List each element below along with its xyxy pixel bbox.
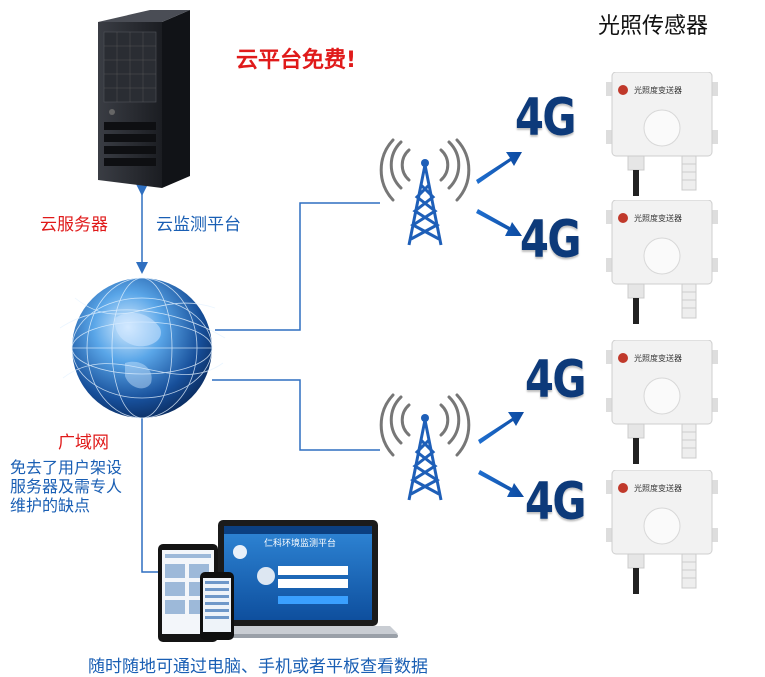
benefit-line: 免去了用户架设 (10, 458, 123, 477)
network-4g-label: 4G (525, 472, 586, 532)
network-4g-label: 4G (515, 88, 576, 148)
light-sensor-device: 光照度变送器 (606, 71, 718, 201)
devices-illustration: 仁科环境监测平台 (158, 520, 398, 642)
bottom-caption: 随时随地可通过电脑、手机或者平板查看数据 (88, 657, 428, 677)
sensor-label: 光照度变送器 (634, 353, 682, 363)
wan-label: 广域网 (58, 433, 109, 453)
globe-tower-link-top (215, 202, 380, 331)
signal-arrow (476, 152, 524, 497)
benefit-text: 免去了用户架设 服务器及需专人 维护的缺点 (10, 458, 122, 515)
sensor-illustration: 光照度变送器 (606, 71, 718, 196)
server-icon (98, 10, 190, 188)
antenna-tower-icon (379, 138, 471, 246)
benefit-line: 服务器及需专人 (10, 477, 123, 496)
sensor-illustration: 光照度变送器 (606, 469, 718, 594)
globe-icon (59, 277, 226, 419)
light-sensor-device: 光照度变送器 (606, 199, 718, 329)
sensor-illustration: 光照度变送器 (606, 199, 718, 324)
globe-tower-link-bottom (212, 379, 380, 451)
network-4g-label: 4G (525, 350, 586, 410)
sensor-label: 光照度变送器 (634, 483, 682, 493)
server-label: 云服务器 (40, 215, 108, 235)
sensor-illustration: 光照度变送器 (606, 339, 718, 464)
globe-device-link (141, 418, 165, 573)
light-sensor-device: 光照度变送器 (606, 469, 718, 599)
page-title: 光照传感器 (598, 14, 709, 39)
light-sensor-device: 光照度变送器 (606, 339, 718, 469)
promo-text: 云平台免费! (236, 48, 357, 73)
sensor-label: 光照度变送器 (634, 85, 682, 95)
cloud-platform-label: 云监测平台 (156, 215, 241, 235)
network-4g-label: 4G (520, 210, 581, 270)
benefit-line: 维护的缺点 (10, 496, 91, 515)
laptop-screen-title: 仁科环境监测平台 (264, 537, 336, 549)
sensor-label: 光照度变送器 (634, 213, 682, 223)
antenna-tower-icon (379, 393, 471, 501)
